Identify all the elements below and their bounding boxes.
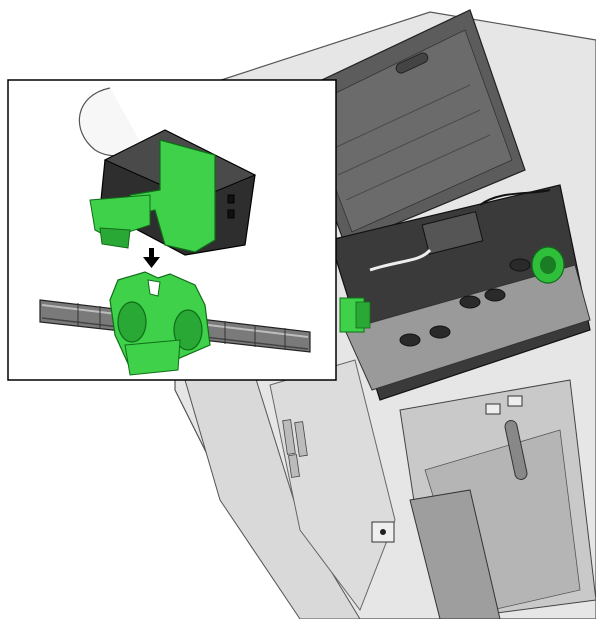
side-guide-slot — [504, 420, 528, 480]
interior-cable — [479, 189, 551, 206]
imaging-module — [421, 211, 484, 255]
tray-extension — [409, 489, 501, 619]
transport-rollers — [399, 258, 531, 347]
shaft-ribs — [77, 303, 286, 350]
installed-green-module — [339, 297, 371, 333]
power-button-icon — [380, 529, 386, 535]
down-arrow-icon — [143, 248, 160, 268]
green-clip-notch — [147, 279, 161, 297]
green-clip-collar-right — [173, 309, 203, 351]
upper-module — [89, 129, 257, 256]
cover-handle — [395, 52, 429, 74]
cover-ribs — [329, 84, 491, 201]
green-clip-foot — [124, 339, 181, 376]
callout-inset — [7, 79, 337, 381]
installed-green-roller — [531, 246, 565, 284]
tray-indicator-right — [507, 395, 523, 407]
interior-cable-white — [369, 248, 432, 272]
guide-plate — [344, 264, 591, 391]
side-vents — [282, 419, 308, 478]
green-clip-collar-left — [117, 301, 147, 343]
green-clip — [109, 271, 211, 376]
green-bracket — [129, 139, 216, 253]
module-slot — [227, 194, 235, 204]
module-slot-2 — [227, 209, 235, 219]
tray-indicator-left — [485, 403, 501, 415]
green-bracket-tab — [99, 227, 131, 249]
